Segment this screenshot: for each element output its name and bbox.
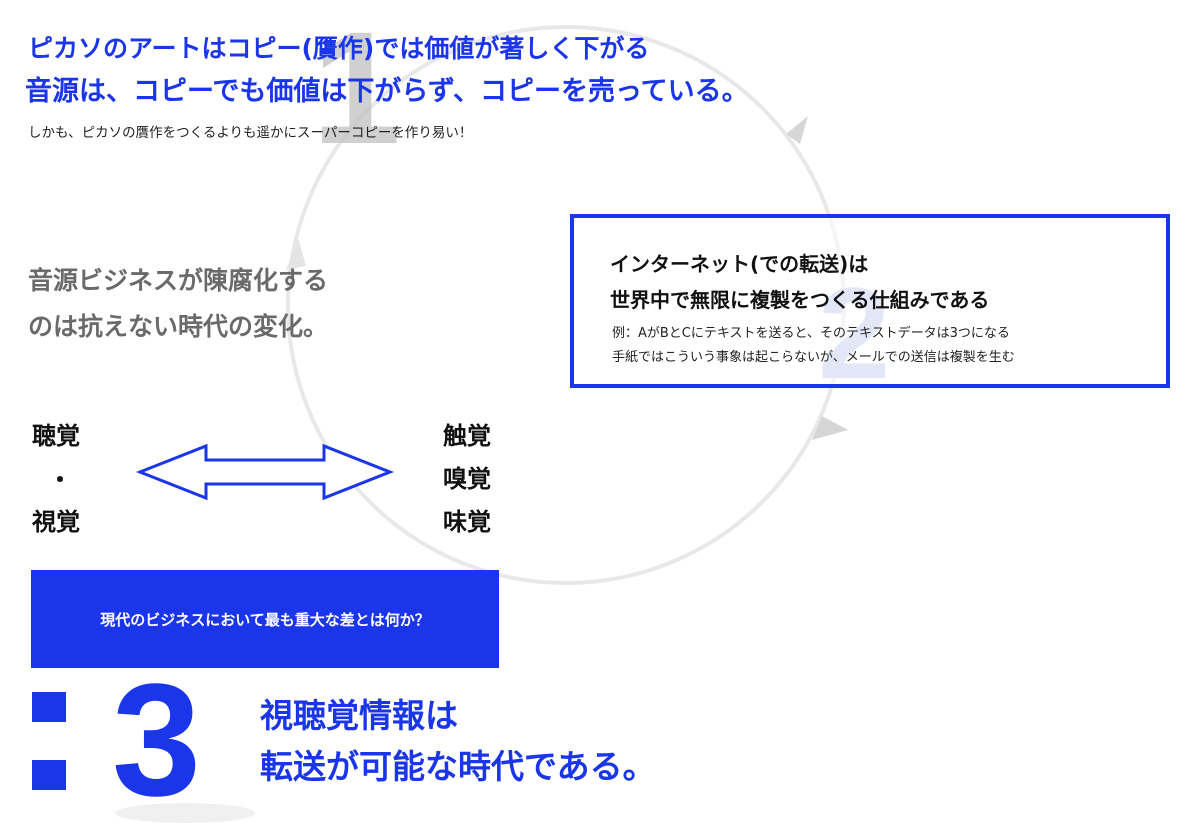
obsolescence-line-2: のは抗えない時代の変化。: [28, 312, 329, 341]
double-arrow-icon: [135, 443, 395, 501]
box-note-line-1: 例：AがBとCにテキストを送ると、そのテキストデータは3つになる: [612, 326, 1010, 341]
sense-smell: 嗅覚: [443, 465, 491, 493]
box-title-line-2: 世界中で無限に複製をつくる仕組みである: [610, 288, 990, 312]
conclusion-line-1: 視聴覚情報は: [260, 696, 458, 735]
sense-taste: 味覚: [443, 508, 491, 536]
step-3-number: 3: [112, 650, 201, 829]
sense-separator: ・: [48, 466, 72, 494]
sense-hearing: 聴覚: [32, 422, 80, 450]
internet-copy-box: インターネット(での転送)は 世界中で無限に複製をつくる仕組みである 例：AがB…: [570, 214, 1170, 388]
conclusion-line-2: 転送が可能な時代である。: [260, 747, 656, 787]
cycle-arrowhead-top-right: [786, 116, 808, 144]
box-note-line-2: 手紙ではこういう事象は起こらないが、メールでの送信は複製を生む: [612, 350, 1015, 365]
heading-picasso: ピカソのアートはコピー(贋作)では価値が著しく下がる: [28, 34, 650, 63]
heading-audio-copy: 音源は、コピーでも価値は下がらず、コピーを売っている。: [25, 76, 749, 107]
step-1-number: 1: [312, 0, 401, 177]
big-colon-mark: [32, 692, 72, 790]
sense-sight: 視覚: [32, 508, 80, 536]
question-text: 現代のビジネスにおいて最も重大な差とは何か？: [100, 610, 430, 629]
note-super-copy: しかも、ピカソの贋作をつくるよりも遥かにスーパーコピーを作り易い！: [28, 125, 473, 141]
obsolescence-line-1: 音源ビジネスが陳腐化する: [28, 266, 329, 295]
cycle-arrowhead-left: [286, 238, 306, 270]
conclusion-block: 視聴覚情報は 転送が可能な時代である。: [260, 690, 656, 792]
question-banner: 現代のビジネスにおいて最も重大な差とは何か？: [31, 570, 499, 668]
cycle-arrowhead-right: [812, 416, 848, 440]
step-3-shadow: [115, 803, 255, 823]
box-title-line-1: インターネット(での転送)は: [610, 252, 869, 276]
sense-touch: 触覚: [443, 422, 491, 450]
